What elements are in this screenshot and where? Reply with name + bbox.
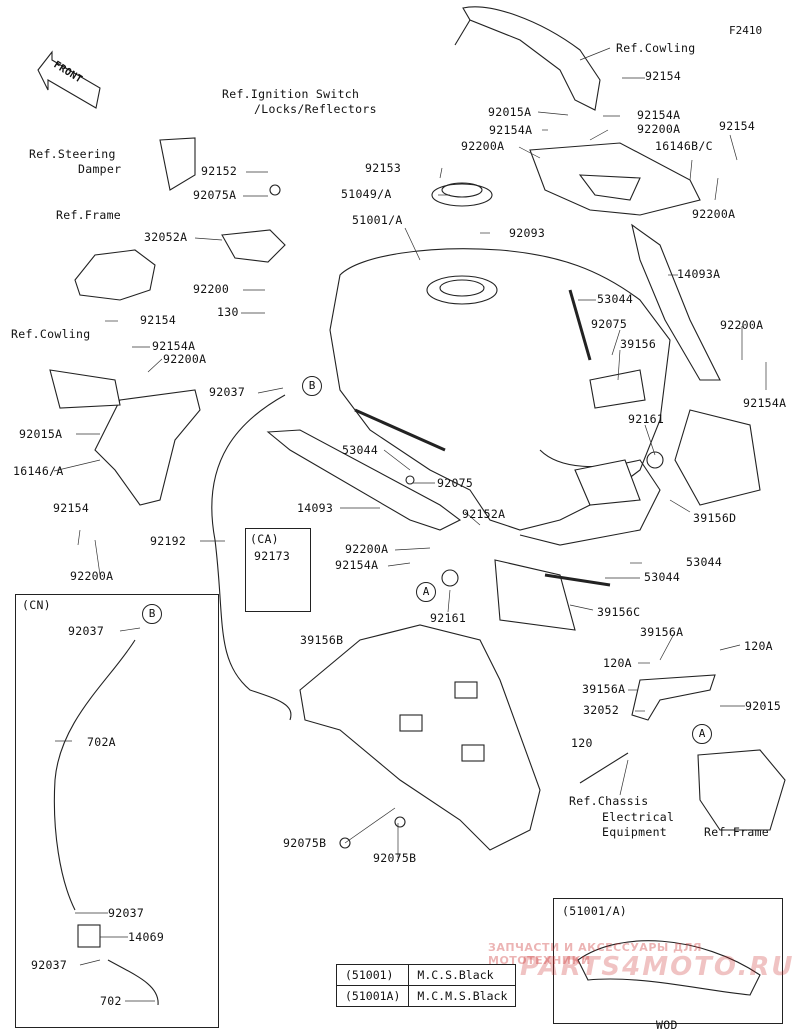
cn-variant-box: (CN) <box>15 594 219 1028</box>
color-code: (51001A) <box>335 985 410 1007</box>
ref-steering-line2: Damper <box>78 162 122 176</box>
part-label[interactable]: 14069 <box>128 930 165 944</box>
table-row: (51001) M.C.S.Black <box>335 964 517 986</box>
ref-cowling-top: Ref.Cowling <box>616 41 696 55</box>
part-label[interactable]: 39156D <box>693 511 737 525</box>
color-code: (51001) <box>335 964 410 986</box>
part-label[interactable]: 32052A <box>144 230 188 244</box>
part-label[interactable]: 92161 <box>628 412 665 426</box>
color-name: M.C.M.S.Black <box>408 985 517 1007</box>
part-label[interactable]: 92173 <box>254 549 291 563</box>
part-label[interactable]: 92200A <box>461 139 505 153</box>
ref-chassis-line1: Ref.Chassis <box>569 794 649 808</box>
part-label[interactable]: 16146B/C <box>655 139 713 153</box>
part-label[interactable]: 92200A <box>692 207 736 221</box>
part-label[interactable]: 92154A <box>152 339 196 353</box>
part-label[interactable]: 92154A <box>743 396 787 410</box>
part-label[interactable]: 92015A <box>19 427 63 441</box>
part-label[interactable]: 92154 <box>719 119 756 133</box>
ca-variant-box: (CA) <box>245 528 311 612</box>
part-label[interactable]: 92154 <box>140 313 177 327</box>
part-label[interactable]: 32052 <box>583 703 620 717</box>
part-label[interactable]: 14093 <box>297 501 334 515</box>
part-label[interactable]: 92154A <box>335 558 379 572</box>
part-label[interactable]: 92200 <box>193 282 230 296</box>
part-label[interactable]: 92200A <box>637 122 681 136</box>
callout-b-cn: B <box>142 604 162 624</box>
part-label[interactable]: 92037 <box>31 958 68 972</box>
part-label[interactable]: 92154 <box>53 501 90 515</box>
part-label[interactable]: 92154 <box>645 69 682 83</box>
wod-variant-box: (51001/A) <box>553 898 783 1024</box>
front-arrow-icon <box>37 50 101 109</box>
watermark-logo: PARTS4MOTO.RU <box>520 952 795 982</box>
cn-label: (CN) <box>22 598 51 612</box>
part-label[interactable]: 92154A <box>489 123 533 137</box>
ref-steering-line1: Ref.Steering <box>29 147 116 161</box>
part-label[interactable]: 92153 <box>365 161 402 175</box>
part-label[interactable]: 14093A <box>677 267 721 281</box>
part-label[interactable]: 92075A <box>193 188 237 202</box>
color-table: (51001) M.C.S.Black (51001A) M.C.M.S.Bla… <box>335 964 517 1007</box>
part-label[interactable]: 92075B <box>373 851 417 865</box>
part-label[interactable]: 39156A <box>640 625 684 639</box>
part-label[interactable]: 51001/A <box>352 213 403 227</box>
part-label[interactable]: 39156B <box>300 633 344 647</box>
part-label[interactable]: 120A <box>744 639 773 653</box>
ca-label: (CA) <box>250 532 279 546</box>
ref-chassis-line2: Electrical <box>602 810 675 824</box>
part-label[interactable]: 53044 <box>686 555 723 569</box>
ref-ignition-line1: Ref.Ignition Switch <box>222 87 360 101</box>
part-label[interactable]: 92075B <box>283 836 327 850</box>
part-label[interactable]: 92015 <box>745 699 782 713</box>
part-label[interactable]: 92075 <box>591 317 628 331</box>
part-label[interactable]: 16146/A <box>13 464 64 478</box>
watermark-tagline: ЗАПЧАСТИ И АКСЕССУАРЫ ДЛЯ МОТОТЕХНИКИ <box>488 941 703 967</box>
callout-a-frame: A <box>692 724 712 744</box>
part-label[interactable]: 92200A <box>70 569 114 583</box>
callout-b-main: B <box>302 376 322 396</box>
part-label[interactable]: 92192 <box>150 534 187 548</box>
part-label[interactable]: 92152A <box>462 507 506 521</box>
part-label[interactable]: 53044 <box>644 570 681 584</box>
part-label[interactable]: 39156 <box>620 337 657 351</box>
part-label[interactable]: 702 <box>100 994 122 1008</box>
ref-chassis-line3: Equipment <box>602 825 668 839</box>
part-label[interactable]: 702A <box>87 735 116 749</box>
part-label[interactable]: 92154A <box>637 108 681 122</box>
ref-ignition-line2: /Locks/Reflectors <box>254 102 377 116</box>
part-label[interactable]: 130 <box>217 305 239 319</box>
part-label[interactable]: 53044 <box>342 443 379 457</box>
figure-code: F2410 <box>729 24 763 37</box>
part-label[interactable]: 92037 <box>108 906 145 920</box>
part-label[interactable]: 92161 <box>430 611 467 625</box>
part-label[interactable]: 92037 <box>209 385 246 399</box>
part-label[interactable]: 39156C <box>597 605 641 619</box>
wod-label: (51001/A) <box>562 904 628 918</box>
color-name: M.C.S.Black <box>408 964 517 986</box>
part-label[interactable]: 39156A <box>582 682 626 696</box>
part-label[interactable]: 53044 <box>597 292 634 306</box>
part-label[interactable]: 92152 <box>201 164 238 178</box>
part-label[interactable]: 92200A <box>720 318 764 332</box>
table-row: (51001A) M.C.M.S.Black <box>335 985 517 1007</box>
part-label[interactable]: 92200A <box>345 542 389 556</box>
part-label[interactable]: 92093 <box>509 226 546 240</box>
ref-cowling-left: Ref.Cowling <box>11 327 91 341</box>
wod-caption: WOD <box>656 1018 678 1032</box>
part-label[interactable]: 92037 <box>68 624 105 638</box>
part-label[interactable]: 120A <box>603 656 632 670</box>
part-label[interactable]: 92015A <box>488 105 532 119</box>
ref-frame-left: Ref.Frame <box>56 208 122 222</box>
part-label[interactable]: 120 <box>571 736 593 750</box>
part-label[interactable]: 51049/A <box>341 187 392 201</box>
ref-frame-right: Ref.Frame <box>704 825 770 839</box>
part-label[interactable]: 92075 <box>437 476 474 490</box>
part-label[interactable]: 92200A <box>163 352 207 366</box>
callout-a-main: A <box>416 582 436 602</box>
